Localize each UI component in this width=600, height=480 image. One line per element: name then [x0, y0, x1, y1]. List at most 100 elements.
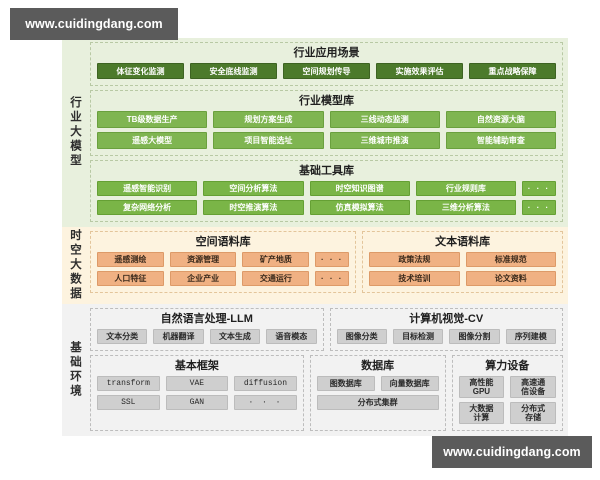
chip-nlp[interactable]: 机器翻译 [153, 328, 204, 344]
group-framework: 基本框架 transform VAE diffusion SSL GAN · ·… [90, 354, 304, 431]
chip-framework-more[interactable]: · · · [234, 394, 297, 410]
chip-corpus[interactable]: 资源管理 [169, 252, 237, 267]
chip-nlp[interactable]: 语音模态 [266, 328, 317, 344]
chip-row: 人口特征 企业产业 交通运行 · · · [97, 271, 350, 286]
chip-model[interactable]: 规划方案生成 [213, 111, 324, 128]
watermark-bottom: www.cuidingdang.com [432, 436, 592, 468]
chip-framework[interactable]: diffusion [234, 375, 297, 391]
chip-corpus[interactable]: 政策法规 [369, 252, 460, 267]
chip-corpus[interactable]: 技术培训 [369, 271, 460, 286]
chip-nlp[interactable]: 文本分类 [97, 328, 148, 344]
group-cv: 计算机视觉-CV 图像分类 目标检测 图像分割 序列建模 [329, 307, 563, 351]
chip-framework[interactable]: GAN [165, 394, 229, 410]
group-title-framework: 基本框架 [174, 359, 219, 372]
chip-framework[interactable]: transform [97, 375, 160, 391]
chip-row: 分布式集群 [316, 394, 439, 410]
group-application-scenarios: 行业应用场景 体征变化监测 安全底线监测 空间规划传导 实施效果评估 重点战略保… [90, 42, 563, 86]
chip-model[interactable]: 遥感大模型 [97, 132, 208, 149]
group-database: 数据库 图数据库 向量数据库 分布式集群 [309, 354, 446, 431]
chip-row: 体征变化监测 安全底线监测 空间规划传导 实施效果评估 重点战略保障 [97, 63, 556, 79]
chip-tool-more[interactable]: · · · [522, 181, 556, 196]
band-label-industry-large-model: 行业大模型 [69, 96, 81, 169]
chip-scenario[interactable]: 重点战略保障 [469, 63, 556, 79]
chip-cv[interactable]: 序列建模 [505, 328, 556, 344]
chip-cv[interactable]: 图像分割 [449, 328, 500, 344]
chip-cv[interactable]: 图像分类 [336, 328, 387, 344]
group-title-application-scenarios: 行业应用场景 [293, 47, 360, 59]
chip-corpus[interactable]: 人口特征 [97, 271, 164, 286]
chip-corpus[interactable]: 论文资料 [465, 271, 556, 286]
chip-corpus[interactable]: 矿产地质 [242, 252, 310, 267]
chip-corpus-more[interactable]: · · · [315, 271, 350, 286]
band-base-environment: 基础环境 自然语言处理-LLM 文本分类 机器翻译 文本生成 语音模态 计算机视… [62, 303, 568, 436]
chip-row: SSL GAN · · · [97, 394, 297, 410]
chip-scenario[interactable]: 体征变化监测 [97, 63, 184, 79]
chip-database[interactable]: 分布式集群 [316, 394, 439, 410]
chip-row: TB级数据生产 规划方案生成 三线动态监测 自然资源大脑 [97, 111, 556, 128]
chip-row: 大数据计算 分布式存储 [458, 401, 556, 424]
chip-row: 遥感大模型 项目智能选址 三维城市推演 智能辅助审查 [97, 132, 556, 149]
chip-model[interactable]: 自然资源大脑 [445, 111, 556, 128]
group-title-compute: 算力设备 [485, 359, 530, 372]
band-body-base-environment: 自然语言处理-LLM 文本分类 机器翻译 文本生成 语音模态 计算机视觉-CV … [88, 304, 568, 436]
group-nlp: 自然语言处理-LLM 文本分类 机器翻译 文本生成 语音模态 [90, 307, 324, 351]
chip-scenario[interactable]: 空间规划传导 [283, 63, 370, 79]
chip-database[interactable]: 向量数据库 [380, 375, 439, 391]
chip-model[interactable]: 项目智能选址 [213, 132, 324, 149]
chip-scenario[interactable]: 安全底线监测 [190, 63, 277, 79]
band-label-base-environment: 基础环境 [69, 340, 81, 399]
chip-tool[interactable]: 遥感智能识别 [97, 181, 198, 196]
band-label-spatiotemporal-big-data: 时空大数据 [69, 229, 81, 302]
chip-model[interactable]: TB级数据生产 [97, 111, 208, 128]
chip-compute[interactable]: 分布式存储 [510, 401, 556, 424]
chip-cv[interactable]: 目标检测 [392, 328, 444, 344]
band-spatiotemporal-big-data: 时空大数据 空间语料库 遥感测绘 资源管理 矿产地质 · · · 人口特征 企业… [62, 227, 568, 304]
group-tool-library: 基础工具库 遥感智能识别 空间分析算法 时空知识图谱 行业规则库 · · · 复… [90, 160, 563, 222]
group-text-corpus: 文本语料库 政策法规 标准规范 技术培训 论文资料 [362, 231, 563, 293]
group-title-spatial-corpus: 空间语料库 [195, 236, 251, 248]
chip-compute[interactable]: 高速通信设备 [510, 375, 556, 398]
watermark-top: www.cuidingdang.com [10, 8, 178, 40]
chip-row: 图像分类 目标检测 图像分割 序列建模 [336, 328, 556, 344]
group-title-text-corpus: 文本语料库 [435, 236, 491, 248]
band-industry-large-model: 行业大模型 行业应用场景 体征变化监测 安全底线监测 空间规划传导 实施效果评估… [62, 38, 568, 227]
chip-row: 复杂网络分析 时空推演算法 仿真模拟算法 三维分析算法 · · · [97, 200, 556, 215]
group-title-tool-library: 基础工具库 [299, 165, 354, 177]
group-title-database: 数据库 [361, 359, 395, 372]
group-title-nlp: 自然语言处理-LLM [160, 312, 253, 325]
chip-corpus[interactable]: 遥感测绘 [97, 252, 164, 267]
chip-corpus[interactable]: 标准规范 [465, 252, 556, 267]
group-title-cv: 计算机视觉-CV [409, 312, 484, 325]
chip-tool-more[interactable]: · · · [522, 200, 556, 215]
chip-corpus[interactable]: 交通运行 [242, 271, 310, 286]
chip-tool[interactable]: 时空知识图谱 [309, 181, 410, 196]
chip-model[interactable]: 三线动态监测 [329, 111, 440, 128]
chip-row: 图数据库 向量数据库 [316, 375, 439, 391]
chip-model[interactable]: 智能辅助审查 [445, 132, 556, 149]
band-body-industry-large-model: 行业应用场景 体征变化监测 安全底线监测 空间规划传导 实施效果评估 重点战略保… [88, 38, 568, 227]
architecture-diagram: 行业大模型 行业应用场景 体征变化监测 安全底线监测 空间规划传导 实施效果评估… [62, 38, 568, 440]
chip-tool[interactable]: 三维分析算法 [415, 200, 516, 215]
chip-corpus[interactable]: 企业产业 [169, 271, 237, 286]
chip-tool[interactable]: 复杂网络分析 [97, 200, 198, 215]
corpus-columns: 空间语料库 遥感测绘 资源管理 矿产地质 · · · 人口特征 企业产业 交通运… [90, 231, 563, 293]
chip-framework[interactable]: SSL [97, 394, 160, 410]
group-model-library: 行业模型库 TB级数据生产 规划方案生成 三线动态监测 自然资源大脑 遥感大模型… [90, 90, 563, 156]
chip-tool[interactable]: 仿真模拟算法 [309, 200, 410, 215]
chip-row: 遥感智能识别 空间分析算法 时空知识图谱 行业规则库 · · · [97, 181, 556, 196]
chip-framework[interactable]: VAE [165, 375, 229, 391]
chip-scenario[interactable]: 实施效果评估 [376, 63, 463, 79]
band-body-spatiotemporal-big-data: 空间语料库 遥感测绘 资源管理 矿产地质 · · · 人口特征 企业产业 交通运… [88, 227, 568, 304]
chip-model[interactable]: 三维城市推演 [329, 132, 440, 149]
chip-database[interactable]: 图数据库 [316, 375, 375, 391]
chip-tool[interactable]: 行业规则库 [415, 181, 516, 196]
chip-tool[interactable]: 空间分析算法 [203, 181, 304, 196]
chip-nlp[interactable]: 文本生成 [209, 328, 261, 344]
chip-compute[interactable]: 大数据计算 [458, 401, 505, 424]
chip-corpus-more[interactable]: · · · [315, 252, 350, 267]
ai-capability-columns: 自然语言处理-LLM 文本分类 机器翻译 文本生成 语音模态 计算机视觉-CV … [90, 307, 563, 351]
chip-tool[interactable]: 时空推演算法 [203, 200, 304, 215]
